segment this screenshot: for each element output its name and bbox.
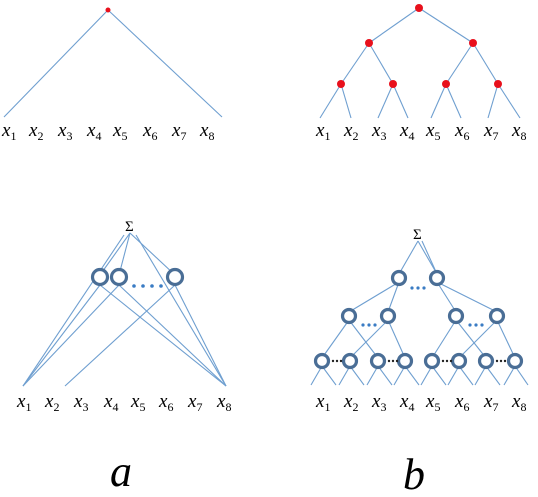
panel-b-l3-node-1: [313, 352, 331, 370]
tr-leaf-8: x8: [511, 120, 526, 143]
tr-node-ll: [337, 80, 345, 88]
tr-node-r: [469, 39, 477, 47]
a-leaf-7: x7: [187, 391, 202, 414]
tr-node-lr: [389, 80, 397, 88]
tr-leaf-7: x7: [483, 120, 498, 143]
panel-b-l2-dots: [361, 323, 484, 327]
tl-leaf-4: x4: [86, 120, 101, 143]
top-left-leaf-labels: x1 x2 x3 x4 x5 x6 x7 x8: [1, 120, 214, 143]
tr-leaf-3: x3: [371, 120, 386, 143]
panel-b-sum-symbol: Σ: [413, 227, 422, 243]
panel-b-caption: b: [403, 450, 425, 497]
tr-leaf-6: x6: [454, 120, 469, 143]
tr-leaf-1: x1: [315, 120, 330, 143]
tr-root-node: [415, 4, 423, 12]
panel-b-l3-node-8: [506, 352, 524, 370]
tr-leaf-5: x5: [425, 120, 440, 143]
panel-b-l3-node-7: [477, 352, 495, 370]
b-leaf-3: x3: [371, 391, 386, 414]
a-leaf-4: x4: [103, 391, 118, 414]
b-leaf-4: x4: [399, 391, 414, 414]
b-leaf-8: x8: [511, 391, 526, 414]
a-leaf-2: x2: [44, 391, 59, 414]
panel-b-l2-node-2: [379, 307, 397, 325]
panel-a-leaf-labels: x1 x2 x3 x4 x5 x6 x7 x8: [16, 391, 231, 414]
tl-leaf-2: x2: [28, 120, 43, 143]
b-leaf-6: x6: [454, 391, 469, 414]
panel-a-sum-symbol: Σ: [125, 219, 134, 235]
panel-a-hidden-node-n: [165, 267, 185, 287]
a-leaf-8: x8: [216, 391, 231, 414]
panel-b-l3-node-2: [341, 352, 359, 370]
a-leaf-5: x5: [130, 391, 145, 414]
panel-b-l2-node-1: [340, 307, 358, 325]
top-right-tree: [319, 4, 521, 119]
tr-node-l: [365, 39, 373, 47]
panel-b-l3-dots: [331, 359, 507, 363]
b-leaf-1: x1: [315, 391, 330, 414]
top-right-leaf-labels: x1 x2 x3 x4 x5 x6 x7 x8: [315, 120, 526, 143]
tl-leaf-6: x6: [142, 120, 157, 143]
tr-node-rl: [442, 80, 450, 88]
panel-b-l3-node-5: [423, 352, 441, 370]
panel-b-l1-dots: [410, 286, 426, 290]
tl-root-node: [105, 7, 111, 13]
a-leaf-1: x1: [16, 391, 31, 414]
panel-a-ellipsis-dots: [132, 284, 163, 288]
b-leaf-2: x2: [343, 391, 358, 414]
a-leaf-3: x3: [73, 391, 88, 414]
panel-b-l3-node-4: [396, 352, 414, 370]
tl-leaf-3: x3: [57, 120, 72, 143]
tl-leaf-8: x8: [199, 120, 214, 143]
tl-edge-left: [3, 9, 109, 118]
b-leaf-7: x7: [483, 391, 498, 414]
panel-b-l1-node-1: [390, 269, 408, 287]
b-leaf-5: x5: [425, 391, 440, 414]
a-leaf-6: x6: [158, 391, 173, 414]
panel-b-l3-node-6: [450, 352, 468, 370]
panel-b-l3-node-3: [369, 352, 387, 370]
tr-leaf-4: x4: [399, 120, 414, 143]
panel-a-hidden-node-1: [90, 267, 110, 287]
tl-edge-right: [107, 9, 223, 118]
panel-b-l2-node-4: [488, 307, 506, 325]
tl-leaf-5: x5: [112, 120, 127, 143]
panel-b-l2-node-3: [447, 307, 465, 325]
panel-a-hidden-node-2: [109, 267, 129, 287]
panel-b-network: Σ: [310, 227, 529, 386]
panel-a-network: Σ: [22, 219, 227, 387]
top-left-tree: [3, 7, 223, 118]
panel-a-caption: a: [110, 447, 132, 496]
panel-b-leaf-labels: x1 x2 x3 x4 x5 x6 x7 x8: [315, 391, 526, 414]
panel-b-l1-node-2: [428, 269, 446, 287]
tl-leaf-1: x1: [1, 120, 16, 143]
tl-leaf-7: x7: [171, 120, 186, 143]
tr-node-rr: [494, 80, 502, 88]
tr-leaf-2: x2: [343, 120, 358, 143]
